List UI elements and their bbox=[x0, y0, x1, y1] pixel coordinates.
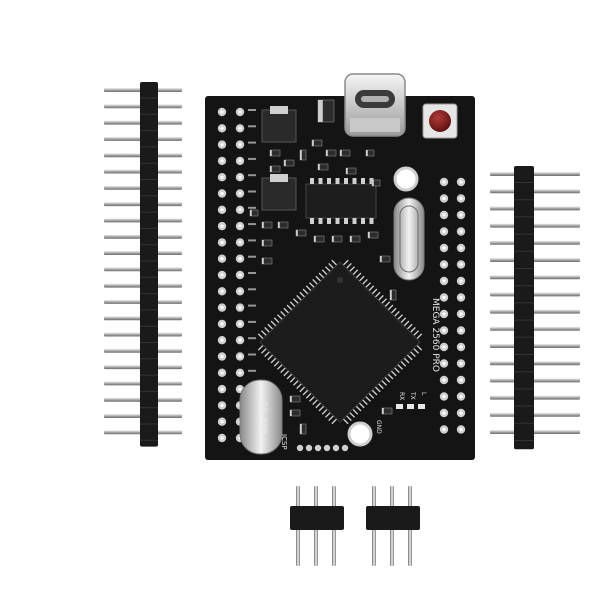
bottom-pin-headers bbox=[290, 486, 420, 566]
usb-serial-chip bbox=[305, 178, 377, 224]
gnd-label: GND bbox=[375, 420, 382, 434]
reset-button bbox=[422, 103, 458, 139]
led-label-rx: RX bbox=[398, 392, 405, 400]
crystal-label: 16.000 bbox=[258, 402, 268, 435]
mounting-holes bbox=[347, 166, 419, 447]
crystal-oscillator-right bbox=[393, 197, 425, 281]
pcb-board: 16.000 MEGA 2560 PRO ICSP RX TX L GND bbox=[205, 73, 475, 460]
voltage-regulators bbox=[261, 106, 297, 211]
right-pin-header bbox=[490, 166, 580, 450]
led-label-tx: TX bbox=[409, 391, 416, 400]
icsp-label: ICSP bbox=[280, 434, 288, 450]
status-leds bbox=[396, 404, 425, 409]
led-label-l: L bbox=[420, 392, 427, 396]
crystal-oscillator-bottom: 16.000 bbox=[239, 379, 283, 455]
smd-components bbox=[249, 99, 397, 435]
main-microcontroller-chip bbox=[257, 259, 423, 425]
left-pin-header bbox=[104, 82, 182, 447]
usb-c-connector bbox=[344, 73, 406, 137]
board-model-label: MEGA 2560 PRO bbox=[430, 298, 440, 372]
